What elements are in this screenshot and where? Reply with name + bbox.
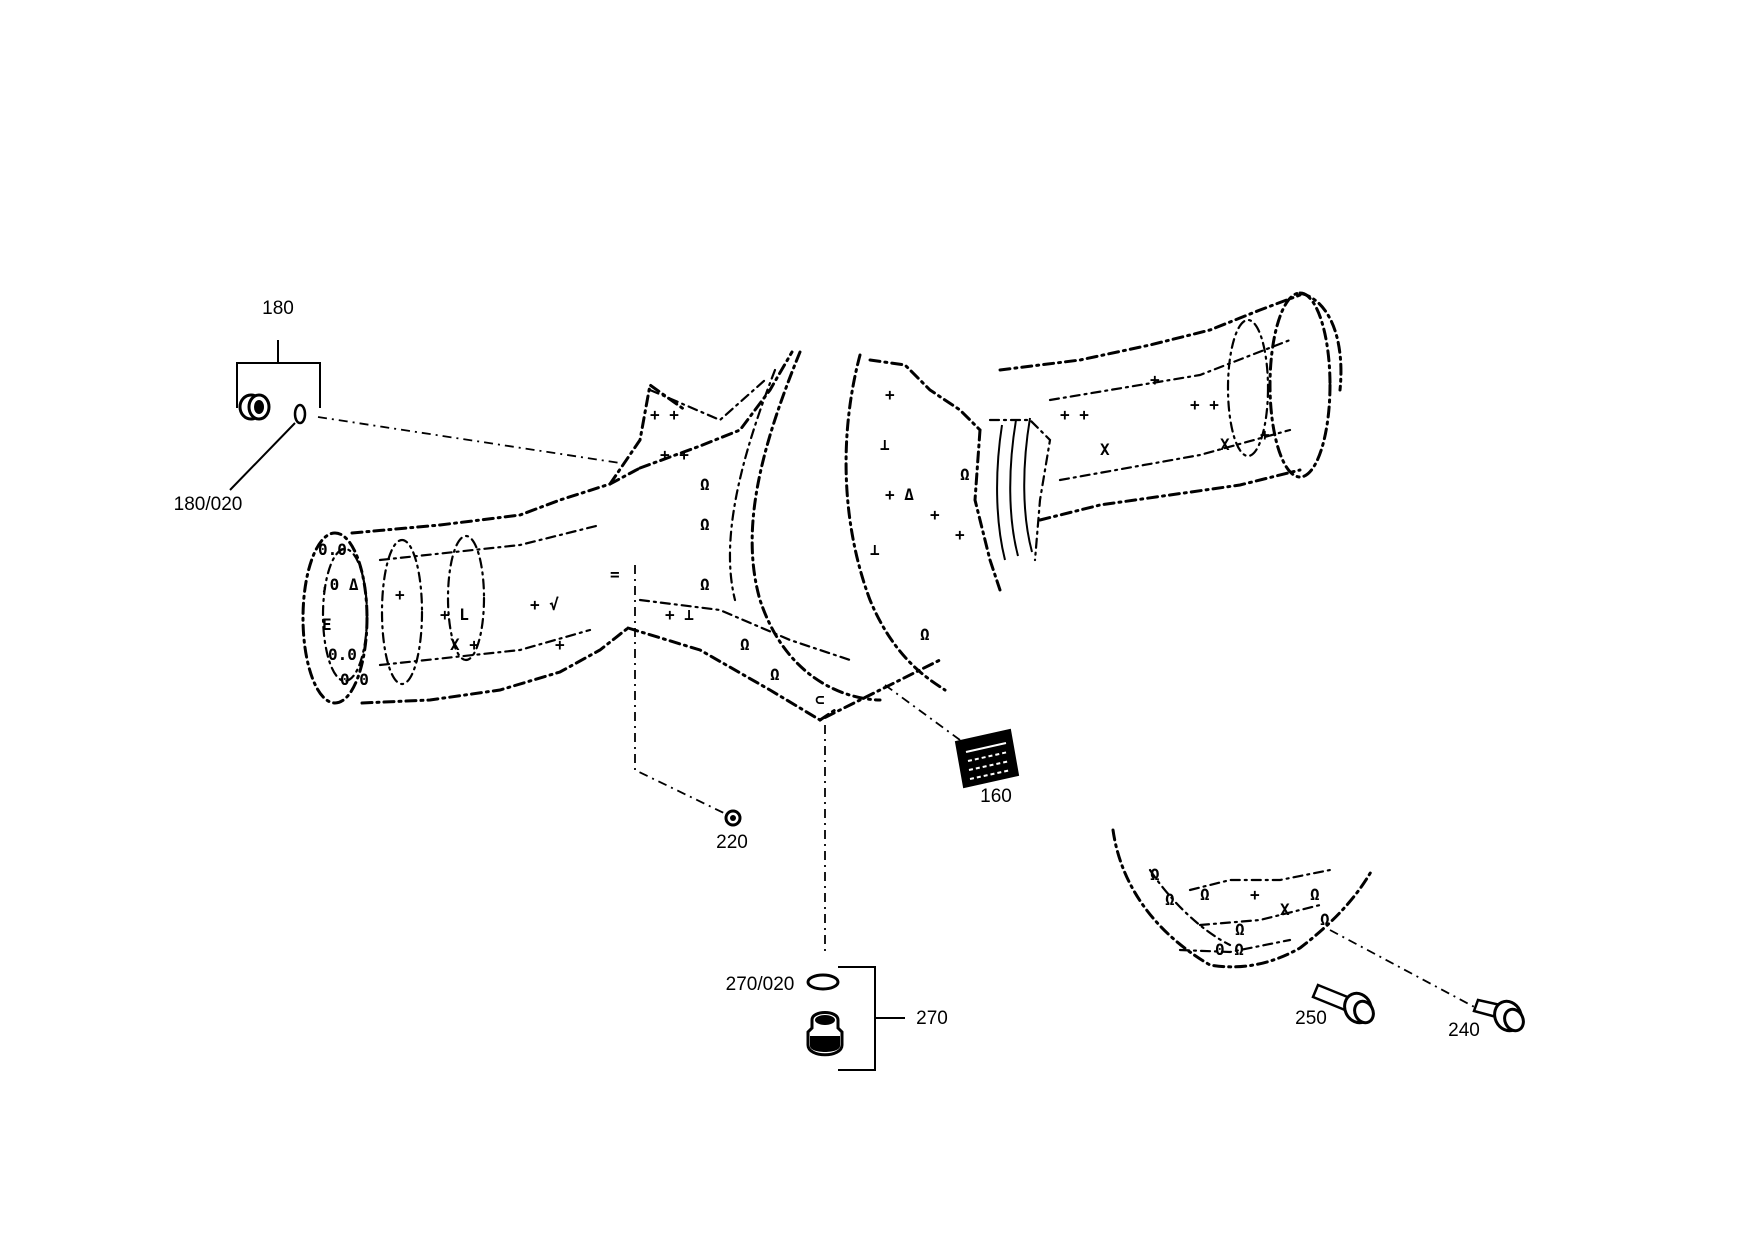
svg-text:,0 Δ: ,0 Δ bbox=[320, 575, 359, 594]
bolt-250 bbox=[1311, 983, 1375, 1025]
plug-220 bbox=[724, 809, 742, 827]
svg-text:Ω: Ω bbox=[1200, 885, 1210, 904]
svg-text:0 0: 0 0 bbox=[340, 670, 369, 689]
svg-text:X +: X + bbox=[450, 635, 479, 654]
svg-text:+: + bbox=[955, 525, 965, 544]
part-240-group: 240 bbox=[1448, 998, 1525, 1041]
svg-text:Ω: Ω bbox=[1150, 865, 1160, 884]
svg-text:Ω: Ω bbox=[960, 465, 970, 484]
svg-text:Ω: Ω bbox=[1165, 890, 1175, 909]
plug-270 bbox=[806, 1011, 844, 1057]
svg-text:+ +: + + bbox=[650, 405, 679, 424]
seal-ring-180-020 bbox=[293, 403, 307, 425]
svg-text:+ √: + √ bbox=[530, 595, 559, 614]
part-270-group: 270/020 270 bbox=[726, 725, 948, 1071]
seal-ring-270-020 bbox=[806, 973, 840, 991]
callout-160: 160 bbox=[980, 786, 1012, 807]
svg-text:Ω: Ω bbox=[920, 625, 930, 644]
svg-text:+: + bbox=[1260, 425, 1270, 444]
svg-text:0.0: 0.0 bbox=[328, 645, 357, 664]
callout-270-020: 270/020 bbox=[726, 974, 795, 995]
part-220-group: 220 bbox=[634, 565, 748, 853]
svg-text:X: X bbox=[1220, 435, 1230, 454]
svg-text:⊥: ⊥ bbox=[870, 540, 880, 559]
callout-270: 270 bbox=[916, 1008, 948, 1029]
plug-180 bbox=[238, 393, 271, 421]
svg-text:⊂: ⊂ bbox=[815, 690, 825, 709]
svg-text:=: = bbox=[610, 565, 620, 584]
svg-text:Ω: Ω bbox=[700, 475, 710, 494]
callout-220: 220 bbox=[716, 832, 748, 853]
svg-text:+: + bbox=[395, 585, 405, 604]
housing-detail-view: Ω Ω Ω Ω 0 Ω Ω Ω + X bbox=[1111, 828, 1481, 1011]
part-250-group: 250 bbox=[1295, 983, 1375, 1029]
svg-text:+: + bbox=[885, 385, 895, 404]
callout-240: 240 bbox=[1448, 1020, 1480, 1041]
callout-180-020: 180/020 bbox=[174, 494, 243, 515]
bracket-270 bbox=[838, 966, 876, 1071]
left-hub bbox=[301, 531, 486, 705]
svg-text:Ω: Ω bbox=[740, 635, 750, 654]
svg-text:Ω: Ω bbox=[1320, 910, 1330, 929]
svg-text:+ +: + + bbox=[1060, 405, 1089, 424]
svg-text:Ω: Ω bbox=[770, 665, 780, 684]
svg-text:+: + bbox=[1250, 885, 1260, 904]
right-hub bbox=[1226, 291, 1343, 479]
part-180-group: 180 180/020 bbox=[174, 298, 621, 515]
svg-text:E: E bbox=[322, 615, 332, 634]
svg-text:0.0: 0.0 bbox=[318, 540, 347, 559]
svg-text:X: X bbox=[1280, 900, 1290, 919]
svg-text:+: + bbox=[1150, 370, 1160, 389]
svg-text:Ω: Ω bbox=[1310, 885, 1320, 904]
svg-text:+ L: + L bbox=[440, 605, 469, 624]
svg-text:+: + bbox=[555, 635, 565, 654]
axle-housing: 0.0 ,0 Δ E 0.0 0 0 + + L X + + √ + = + +… bbox=[301, 291, 1343, 722]
callout-180: 180 bbox=[262, 298, 294, 319]
part-160-group: 160 bbox=[884, 684, 1020, 807]
svg-text:Ω: Ω bbox=[1235, 920, 1245, 939]
data-plate-160 bbox=[954, 728, 1020, 789]
svg-text:⊥: ⊥ bbox=[880, 435, 890, 454]
svg-text:+ +: + + bbox=[660, 445, 689, 464]
svg-text:+ Δ: + Δ bbox=[885, 485, 914, 504]
svg-text:+: + bbox=[930, 505, 940, 524]
svg-text:Ω: Ω bbox=[700, 515, 710, 534]
bolt-240 bbox=[1472, 998, 1525, 1033]
svg-text:X: X bbox=[1100, 440, 1110, 459]
svg-text:0 Ω: 0 Ω bbox=[1215, 940, 1244, 959]
callout-250: 250 bbox=[1295, 1008, 1327, 1029]
svg-text:+ +: + + bbox=[1190, 395, 1219, 414]
svg-text:Ω: Ω bbox=[700, 575, 710, 594]
svg-text:+ ⊥: + ⊥ bbox=[665, 605, 694, 624]
